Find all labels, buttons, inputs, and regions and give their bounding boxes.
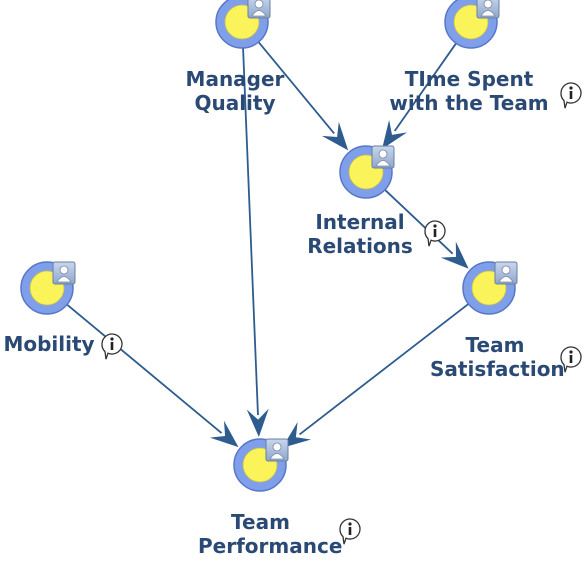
- info-bubble-icon[interactable]: [424, 220, 446, 247]
- info-bubble-icon[interactable]: [560, 346, 582, 373]
- person-icon: [265, 438, 289, 462]
- node-label-team-performance: Team Performance: [198, 510, 343, 558]
- person-icon: [494, 261, 518, 285]
- node-team-satisfaction[interactable]: [462, 261, 518, 315]
- node-label-mobility: Mobility: [3, 332, 95, 356]
- node-team-performance[interactable]: [233, 438, 289, 492]
- edge-mobility-to-team-performance: [66, 303, 239, 448]
- edge-internal-relations-to-team-satisfaction: [384, 189, 469, 269]
- node-manager-quality[interactable]: [215, 0, 271, 49]
- node-mobility[interactable]: [20, 261, 76, 315]
- arrowhead: [321, 121, 349, 151]
- person-icon: [247, 0, 271, 19]
- edge-manager-quality-to-internal-relations: [257, 41, 349, 151]
- arrowhead: [246, 408, 269, 438]
- node-internal-relations[interactable]: [339, 145, 395, 199]
- arrowhead: [282, 422, 312, 448]
- arrowhead: [382, 119, 408, 150]
- person-icon: [52, 261, 76, 285]
- info-bubble-icon[interactable]: [339, 518, 361, 545]
- arrowhead: [209, 420, 239, 448]
- node-label-time-spent: TIme Spent with the Team: [389, 67, 549, 115]
- edge-manager-quality-to-team-performance: [242, 47, 269, 438]
- info-bubble-icon[interactable]: [101, 333, 123, 360]
- edge-team-satisfaction-to-team-performance: [282, 303, 469, 448]
- node-time-spent[interactable]: [444, 0, 500, 49]
- edge-time-spent-to-internal-relations: [382, 42, 457, 150]
- person-icon: [371, 145, 395, 169]
- node-label-internal-relations: Internal Relations: [307, 210, 413, 258]
- node-label-team-satisfaction: Team Satisfaction: [430, 333, 565, 381]
- person-icon: [476, 0, 500, 19]
- arrowhead: [440, 241, 469, 269]
- node-label-manager-quality: Manager Quality: [185, 67, 285, 115]
- info-bubble-icon[interactable]: [560, 82, 582, 109]
